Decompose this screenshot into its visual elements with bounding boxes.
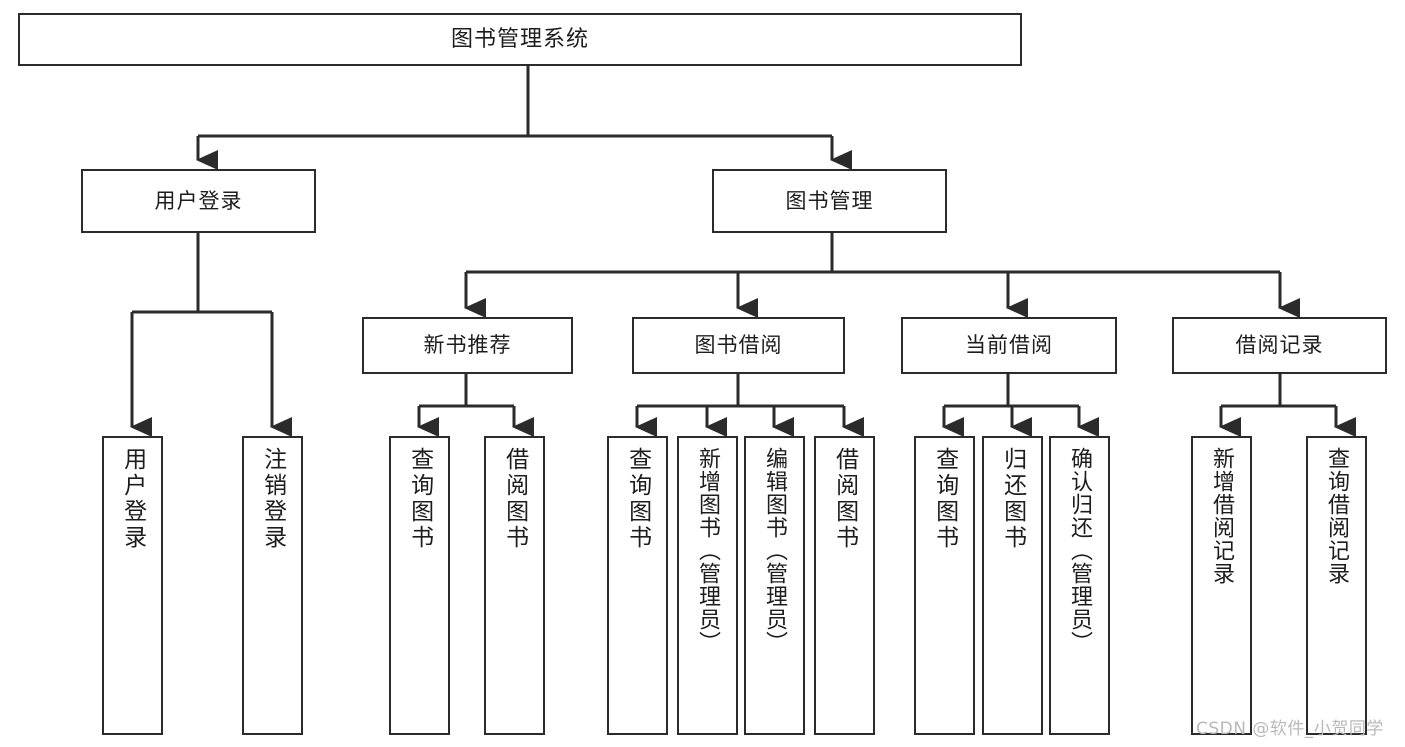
leaf-add-book-admin[interactable]: 新增图书（管理员）: [677, 436, 738, 735]
leaf-label: 查询图书: [406, 447, 433, 551]
csdn-watermark: CSDN @软件_小贺同学: [1196, 719, 1384, 739]
node-label: 新书推荐: [423, 333, 512, 358]
leaf-label: 确认归还（管理员）: [1067, 447, 1093, 654]
node-borrow-record[interactable]: 借阅记录: [1172, 317, 1387, 374]
leaf-borrow-book-recommend[interactable]: 借阅图书: [484, 436, 545, 735]
node-label: 用户登录: [154, 188, 243, 213]
node-root-system[interactable]: 图书管理系统: [18, 13, 1022, 66]
node-label: 图书借阅: [694, 333, 783, 358]
leaf-label: 注销登录: [259, 447, 286, 551]
leaf-query-borrow-record[interactable]: 查询借阅记录: [1306, 436, 1367, 735]
leaf-label: 用户登录: [119, 447, 146, 551]
node-current-borrow[interactable]: 当前借阅: [901, 317, 1117, 374]
leaf-label: 查询图书: [931, 447, 958, 551]
node-user-login[interactable]: 用户登录: [81, 169, 316, 233]
leaf-borrow-book[interactable]: 借阅图书: [814, 436, 875, 735]
node-new-book-recommend[interactable]: 新书推荐: [362, 317, 573, 374]
leaf-label: 新增图书（管理员）: [695, 447, 721, 654]
node-label: 当前借阅: [965, 333, 1053, 358]
leaf-label: 查询借阅记录: [1324, 447, 1350, 585]
leaf-label: 归还图书: [999, 447, 1026, 551]
leaf-confirm-return-admin[interactable]: 确认归还（管理员）: [1049, 436, 1110, 735]
node-label: 图书管理: [785, 188, 874, 213]
node-label: 图书管理系统: [450, 26, 589, 52]
leaf-add-borrow-record[interactable]: 新增借阅记录: [1191, 436, 1252, 735]
leaf-label: 借阅图书: [501, 447, 528, 551]
leaf-query-book-borrow[interactable]: 查询图书: [607, 436, 668, 735]
node-label: 借阅记录: [1235, 333, 1324, 358]
leaf-user-logout[interactable]: 注销登录: [242, 436, 303, 735]
leaf-query-book-current[interactable]: 查询图书: [914, 436, 975, 735]
node-book-borrow[interactable]: 图书借阅: [632, 317, 845, 374]
leaf-label: 查询图书: [624, 447, 651, 551]
leaf-query-book-recommend[interactable]: 查询图书: [389, 436, 450, 735]
leaf-user-login[interactable]: 用户登录: [102, 436, 163, 735]
leaf-edit-book-admin[interactable]: 编辑图书（管理员）: [744, 436, 805, 735]
leaf-label: 借阅图书: [831, 447, 858, 551]
node-book-manage[interactable]: 图书管理: [712, 169, 947, 233]
leaf-return-book[interactable]: 归还图书: [982, 436, 1043, 735]
leaf-label: 编辑图书（管理员）: [762, 447, 788, 654]
leaf-label: 新增借阅记录: [1209, 447, 1235, 585]
